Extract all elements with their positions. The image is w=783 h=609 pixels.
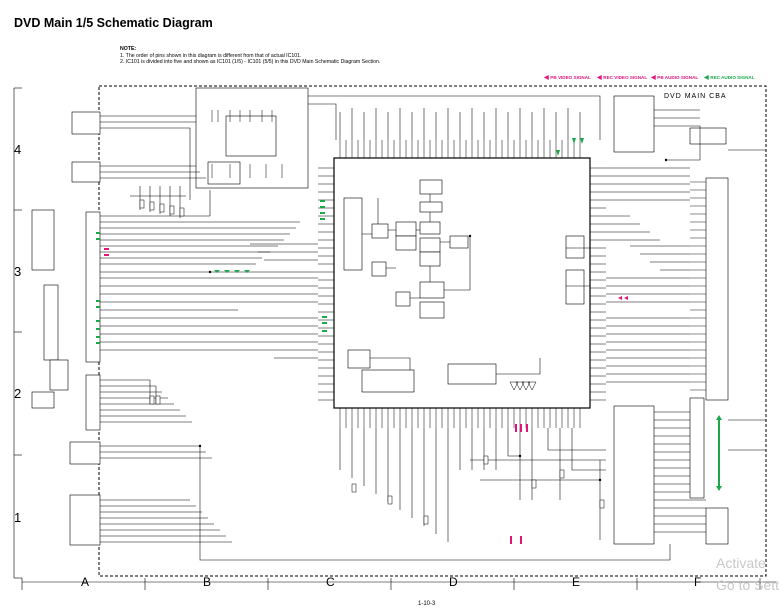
left-arrow-icon: ◀ bbox=[704, 75, 711, 81]
notes-heading: NOTE: bbox=[120, 46, 137, 52]
right-connector-pins bbox=[690, 181, 706, 391]
top-left-components bbox=[195, 87, 309, 189]
grid-row-label: 3 bbox=[14, 264, 22, 279]
green-signal-markers bbox=[96, 138, 722, 491]
top-left-resistors bbox=[211, 110, 283, 178]
legend-rec-video: ◀ REC VIDEO SIGNAL bbox=[597, 74, 647, 81]
left-arrow-icon: ◀ bbox=[597, 75, 604, 81]
ic101-pins bbox=[318, 140, 606, 428]
legend-label: PB VIDEO SIGNAL bbox=[550, 75, 591, 80]
junction-dots bbox=[198, 158, 668, 482]
notes: NOTE: 1. The order of pins shown in this… bbox=[120, 46, 380, 66]
left-connectors bbox=[31, 111, 101, 546]
discrete-components bbox=[139, 199, 605, 525]
magenta-signal-markers bbox=[104, 248, 628, 544]
note-line-1: 1. The order of pins shown in this diagr… bbox=[120, 52, 302, 59]
left-arrow-icon: ◀ bbox=[651, 75, 658, 81]
note-line-2: 2. IC101 is divided into five and shown … bbox=[120, 59, 381, 66]
legend-label: REC AUDIO SIGNAL bbox=[710, 75, 755, 80]
left-arrow-icon: ◀ bbox=[544, 75, 551, 81]
board-label: DVD MAIN CBA bbox=[664, 93, 727, 100]
page-title: DVD Main 1/5 Schematic Diagram bbox=[14, 16, 213, 30]
grid-row-label: 1 bbox=[14, 510, 22, 525]
legend-rec-audio: ◀ REC AUDIO SIGNAL bbox=[704, 74, 755, 81]
grid-row-label: 2 bbox=[14, 386, 22, 401]
ic101-internal-blocks bbox=[343, 179, 585, 393]
watermark-line-2: Go to Sett bbox=[716, 577, 780, 593]
right-connectors bbox=[613, 95, 729, 545]
watermark-line-1: Activate bbox=[716, 555, 766, 571]
grid-ruler bbox=[13, 87, 776, 590]
page-number: 1-10-3 bbox=[418, 601, 436, 607]
legend-pb-video: ◀ PB VIDEO SIGNAL bbox=[544, 74, 591, 81]
schematic-wiring bbox=[100, 95, 766, 561]
ic101-bus-markers bbox=[509, 381, 537, 391]
legend-pb-audio: ◀ PB AUDIO SIGNAL bbox=[651, 74, 698, 81]
board-outline bbox=[98, 85, 767, 577]
legend-label: REC VIDEO SIGNAL bbox=[603, 75, 648, 80]
windows-activation-watermark: Activate Go to Sett bbox=[716, 552, 779, 596]
grid-row-label: 4 bbox=[14, 142, 22, 157]
legend-label: PB AUDIO SIGNAL bbox=[657, 75, 699, 80]
